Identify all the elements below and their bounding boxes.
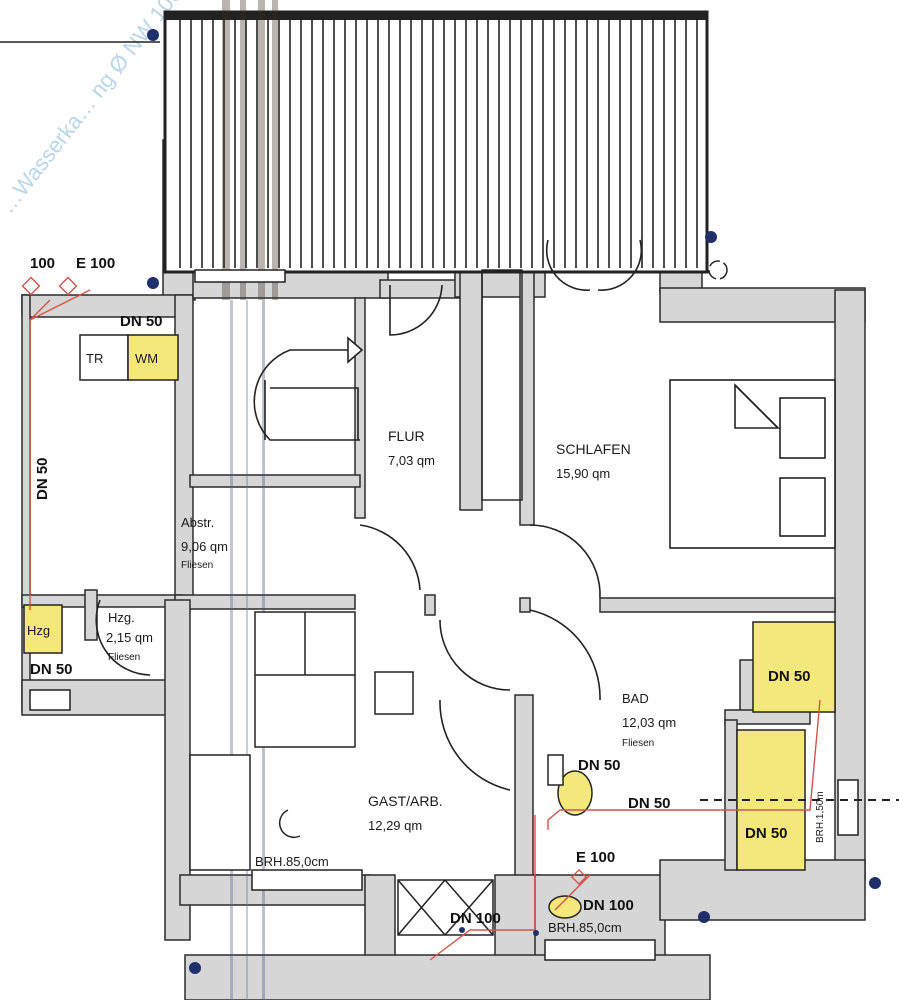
room-floor-hzg: Fliesen xyxy=(108,652,140,663)
flue-circle xyxy=(708,260,728,280)
stair-symbol xyxy=(253,336,364,441)
room-area-bad: 12,03 qm xyxy=(622,715,676,730)
wardrobe xyxy=(481,269,523,501)
pipe-label-top-e100: E 100 xyxy=(76,255,115,272)
room-floor-abstr: Fliesen xyxy=(181,560,213,571)
room-name-bad: BAD xyxy=(622,691,649,706)
room-area-flur: 7,03 qm xyxy=(388,453,435,468)
sill-height-gast: BRH.85,0cm xyxy=(255,854,329,869)
pipe-label-dn50-hzg: DN 50 xyxy=(30,661,73,678)
room-floor-bad: Fliesen xyxy=(622,738,654,749)
room-area-abstr: 9,06 qm xyxy=(181,539,228,554)
pipe-label-dn50-vertical: DN 50 xyxy=(34,457,51,500)
fixture-label-tr: TR xyxy=(86,351,103,366)
fixture-label-wm: WM xyxy=(135,351,158,366)
pipe-label-brh-150: BRH.1,50m xyxy=(815,791,826,843)
gast-furniture xyxy=(189,611,414,871)
pipe-label-dn50-wm: DN 50 xyxy=(120,313,163,330)
pipe-label-e100-bad: E 100 xyxy=(576,849,615,866)
room-name-gast: GAST/ARB. xyxy=(368,793,443,809)
room-area-hzg: 2,15 qm xyxy=(106,630,153,645)
sill-height-bad: BRH.85,0cm xyxy=(548,920,622,935)
room-name-flur: FLUR xyxy=(388,428,425,444)
column-dots xyxy=(147,29,881,974)
pipe-label-top-100: 100 xyxy=(30,255,55,272)
room-name-hzg: Hzg. xyxy=(108,610,135,625)
pipe-label-dn100-wc: DN 100 xyxy=(583,897,634,914)
pipe-label-dn50-bad-top: DN 50 xyxy=(768,668,811,685)
pipe-label-dn100-bottom: DN 100 xyxy=(450,910,501,927)
balcony-railing xyxy=(163,10,709,274)
window-bottom xyxy=(29,269,859,961)
room-area-schlafen: 15,90 qm xyxy=(556,466,610,481)
bed xyxy=(669,379,836,549)
room-name-schlafen: SCHLAFEN xyxy=(556,441,631,457)
room-area-gast: 12,29 qm xyxy=(368,818,422,833)
pipe-label-dn50-tub: DN 50 xyxy=(745,825,788,842)
pipe-arrows xyxy=(21,276,588,886)
pipe-label-dn50-basin: DN 50 xyxy=(578,757,621,774)
doors xyxy=(95,239,643,791)
pipe-label-dn50-line: DN 50 xyxy=(628,795,671,812)
pipes xyxy=(29,289,821,961)
fixture-label-hzg: Hzg xyxy=(27,623,50,638)
utility-boxes xyxy=(23,334,179,654)
room-name-abstr: Abstr. xyxy=(181,515,214,530)
